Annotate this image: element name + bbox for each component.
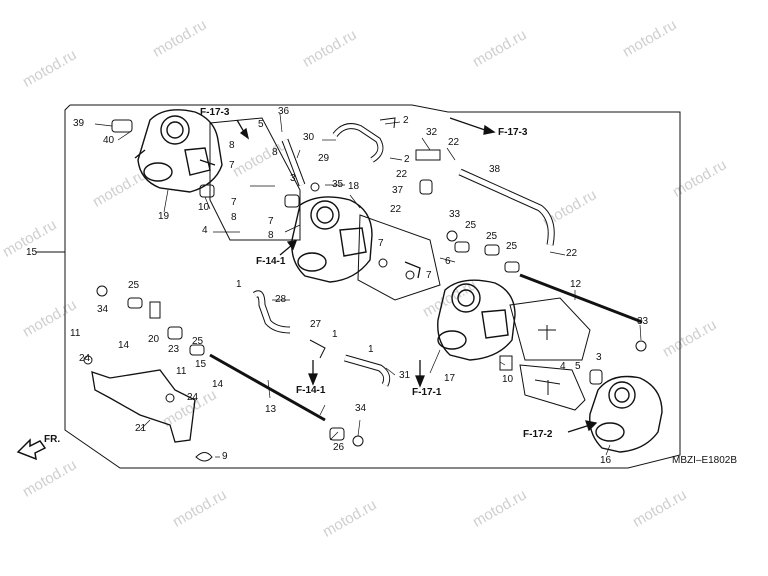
part-number: 10 <box>502 374 514 385</box>
part-number: 6 <box>445 256 451 267</box>
ref-f17-3-left[interactable]: F-17-3 <box>200 107 230 118</box>
part-number: 25 <box>128 280 140 291</box>
part-number: 8 <box>272 147 278 158</box>
part-number: 25 <box>506 241 518 252</box>
part-number: 1 <box>236 279 242 290</box>
part-number: 18 <box>348 181 360 192</box>
part-number: 39 <box>73 118 85 129</box>
part-number: 10 <box>198 202 210 213</box>
front-arrow <box>16 438 47 461</box>
ref-f14-1-lower[interactable]: F-14-1 <box>296 385 326 396</box>
part-number: 20 <box>148 334 160 345</box>
arrow-to-f17-3-left <box>239 127 250 140</box>
part-number: 40 <box>103 135 115 146</box>
part-number: 14 <box>212 379 224 390</box>
part-number: 34 <box>97 304 109 315</box>
part-number: 4 <box>202 225 208 236</box>
part-number: 8 <box>231 212 237 223</box>
front-label: FR. <box>44 434 61 445</box>
part-number: 1 <box>332 329 338 340</box>
carburetor-right-middle <box>437 279 516 361</box>
part-number: 22 <box>566 248 578 259</box>
part-number: 38 <box>489 164 501 175</box>
part-number: 33 <box>449 209 461 220</box>
group-box-right-upper <box>509 297 591 361</box>
part-number: 8 <box>268 230 274 241</box>
carburetor-bottom-right <box>589 375 663 453</box>
part-number: 27 <box>310 319 322 330</box>
part-number: 23 <box>168 344 180 355</box>
part-number: 5 <box>575 361 581 372</box>
part-number: 37 <box>392 185 404 196</box>
part-number: 13 <box>265 404 277 415</box>
part-number: 2 <box>404 154 410 165</box>
part-number: 7 <box>268 216 274 227</box>
rod-13 <box>209 353 326 422</box>
part-number: 8 <box>229 140 235 151</box>
part-number: 1 <box>368 344 374 355</box>
ref-f14-1-upper[interactable]: F-14-1 <box>256 256 286 267</box>
ref-f17-2[interactable]: F-17-2 <box>523 429 553 440</box>
part-number: 36 <box>278 106 290 117</box>
part-number: 12 <box>570 279 582 290</box>
part-number: 24 <box>187 392 199 403</box>
part-number: 4 <box>560 361 566 372</box>
part-number: 30 <box>303 132 315 143</box>
part-number: 32 <box>426 127 438 138</box>
group-box-middle <box>357 214 441 301</box>
part-number: 3 <box>290 173 296 184</box>
frame-outline <box>64 104 681 469</box>
part-number: 25 <box>465 220 477 231</box>
part-number: 9 <box>222 451 228 462</box>
arrow-to-f14-1-upper <box>286 240 297 251</box>
arrow-to-f14-1-lower <box>308 373 318 386</box>
diagram-code: MBZI–E1802B <box>672 455 738 466</box>
rod-12 <box>519 273 643 324</box>
part-number: 33 <box>637 316 649 327</box>
part-number: 25 <box>486 231 498 242</box>
part-number: 5 <box>258 119 264 130</box>
part-number: 11 <box>176 366 187 377</box>
ref-f17-3-right[interactable]: F-17-3 <box>498 127 528 138</box>
part-number: 14 <box>118 340 130 351</box>
ref-f17-1[interactable]: F-17-1 <box>412 387 442 398</box>
part-number: 16 <box>600 455 612 466</box>
group-box-upper <box>209 117 301 241</box>
part-number: 7 <box>426 270 432 281</box>
part-number: 7 <box>378 238 384 249</box>
part-number: 24 <box>79 353 91 364</box>
carburetor-center <box>291 196 373 283</box>
part-number: 25 <box>192 336 204 347</box>
part-number: 21 <box>135 423 147 434</box>
part-number: 28 <box>275 294 287 305</box>
part-number: 34 <box>355 403 367 414</box>
carburetor-top-left <box>134 109 223 193</box>
part-number: 11 <box>70 328 81 339</box>
part-number: 22 <box>396 169 408 180</box>
arrow-to-f17-1 <box>415 375 425 388</box>
part-number: 15 <box>26 247 38 258</box>
part-number: 3 <box>596 352 602 363</box>
part-number: 17 <box>444 373 456 384</box>
part-number: 35 <box>332 179 344 190</box>
arrow-to-f17-3-right <box>483 124 496 135</box>
part-number: 22 <box>390 204 402 215</box>
part-number: 31 <box>399 370 411 381</box>
part-number: 15 <box>195 359 207 370</box>
arrow-to-f17-2 <box>585 420 598 432</box>
part-number: 19 <box>158 211 170 222</box>
part-number: 7 <box>231 197 237 208</box>
hose-30 <box>332 123 384 163</box>
bracket-21 <box>91 369 196 443</box>
part-39 <box>111 119 133 133</box>
part-number: 7 <box>229 160 235 171</box>
part-number: 22 <box>448 137 460 148</box>
part-number: 29 <box>318 153 330 164</box>
part-number: 2 <box>403 115 409 126</box>
group-box-right-lower <box>519 364 586 411</box>
part-number: 26 <box>333 442 345 453</box>
